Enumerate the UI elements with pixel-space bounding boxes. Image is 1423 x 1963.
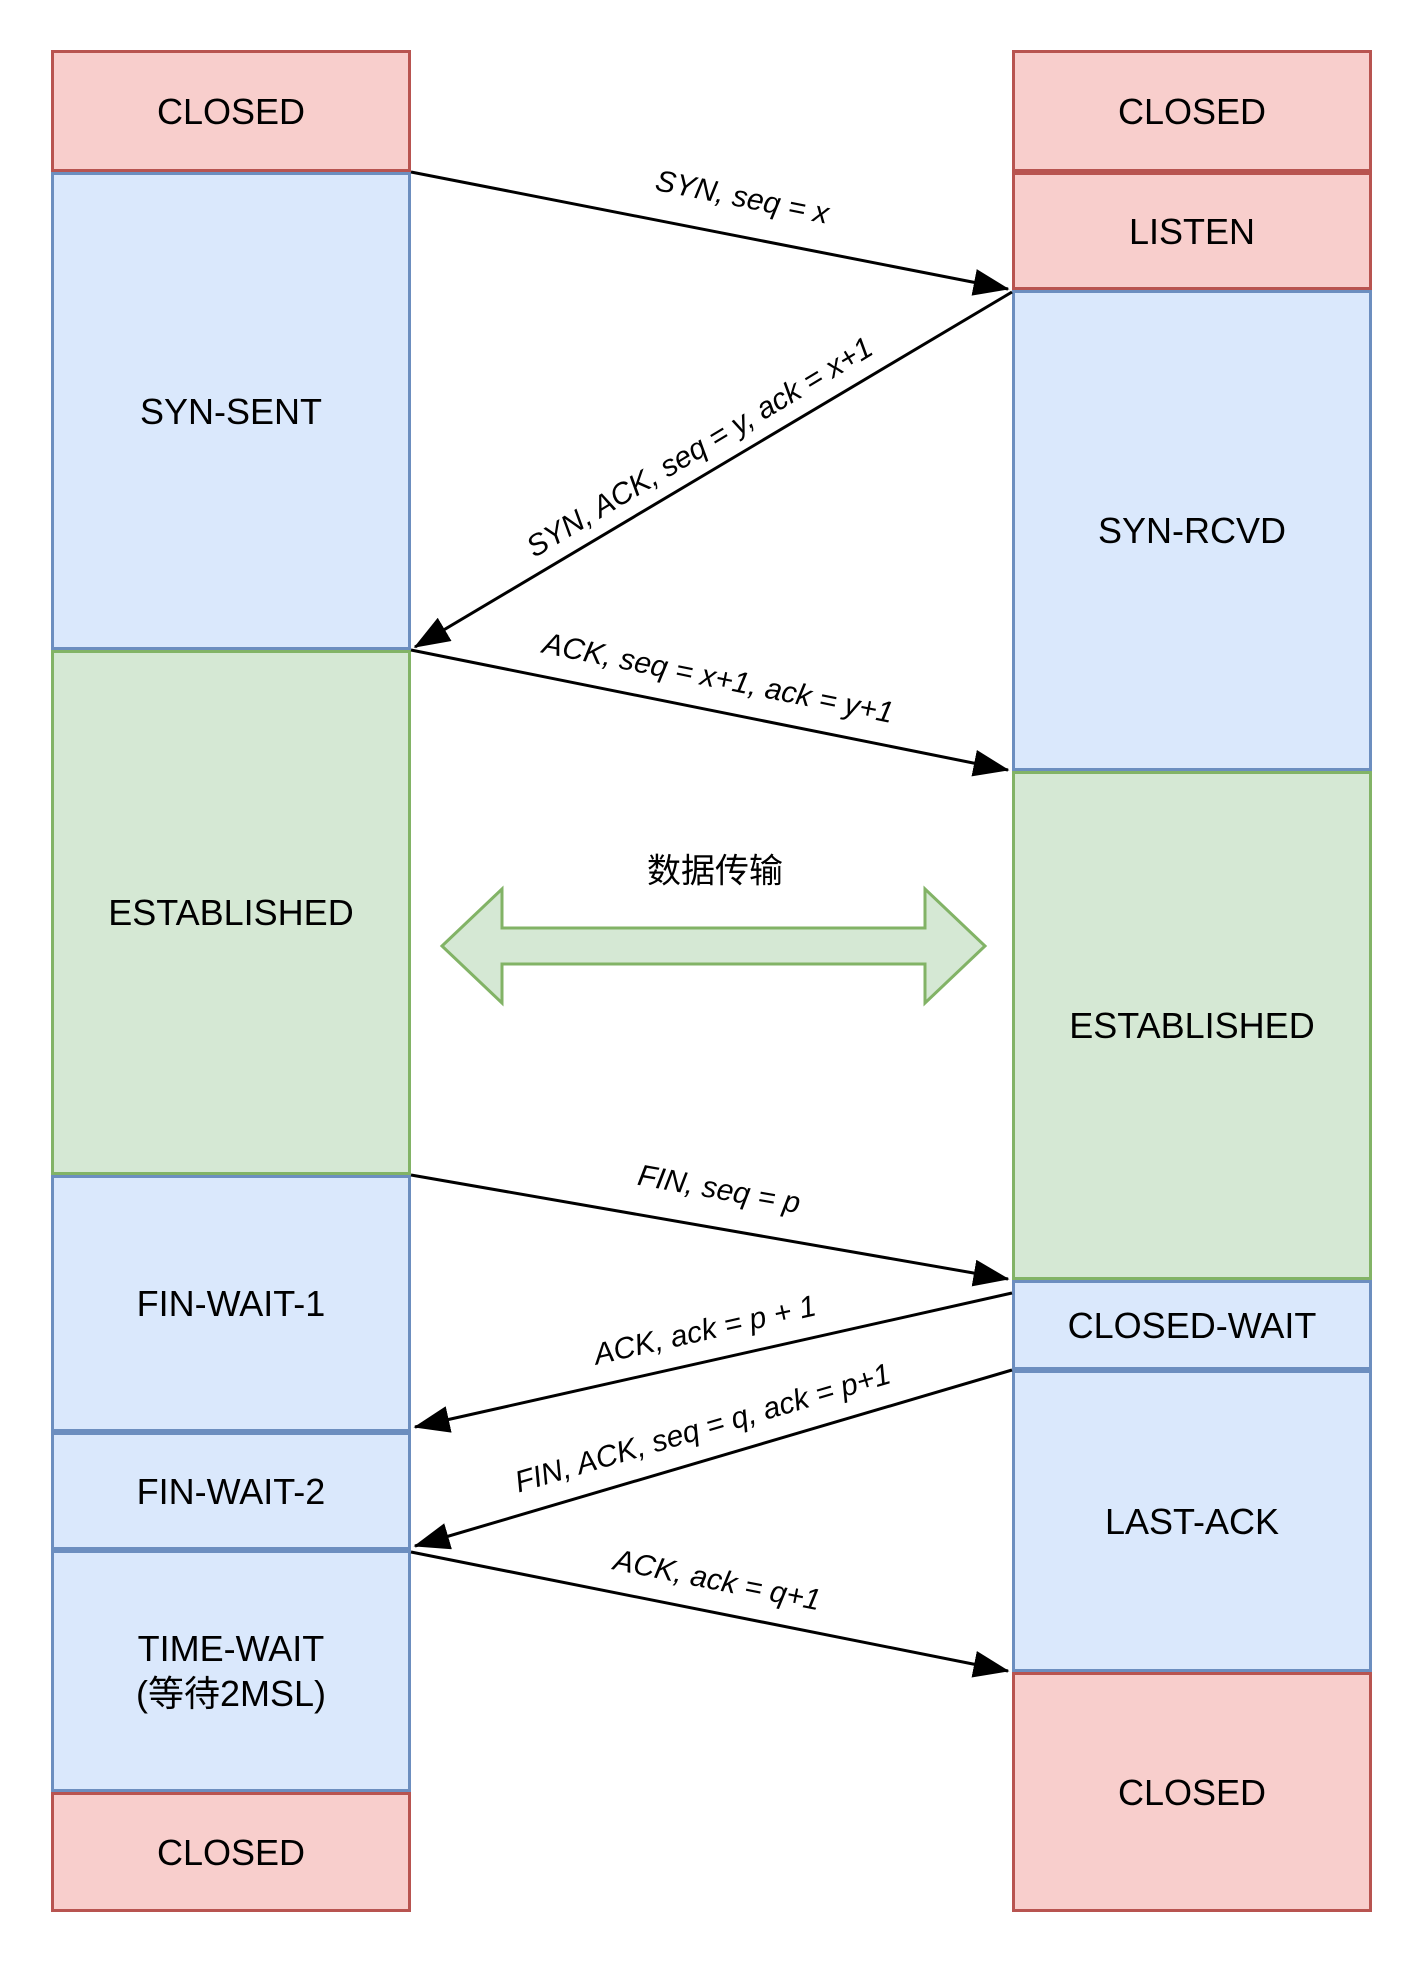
state-label: FIN-WAIT-2 (136, 1470, 326, 1512)
arrow-syn (410, 170, 1010, 296)
data-transfer-label: 数据传输 (647, 851, 783, 892)
state-box-server-last-ack: LAST-ACK (1012, 1370, 1372, 1672)
state-label: SYN-SENT (139, 390, 323, 432)
state-box-client-fin-wait-1: FIN-WAIT-1 (51, 1175, 411, 1432)
state-label: ESTABLISHED (108, 892, 354, 933)
state-box-client-established: ESTABLISHED (51, 650, 411, 1175)
state-box-server-established: ESTABLISHED (1012, 771, 1372, 1280)
data-transfer-arrow (439, 885, 988, 1007)
state-box-client-syn-sent: SYN-SENT (51, 172, 411, 650)
state-label: TIME-WAIT (137, 1628, 325, 1669)
state-box-server-syn-rcvd: SYN-RCVD (1012, 290, 1372, 771)
state-box-client-fin-wait-2: FIN-WAIT-2 (51, 1432, 411, 1550)
state-label: CLOSED (156, 1831, 306, 1873)
state-box-server-closed-wait: CLOSED-WAIT (1012, 1280, 1372, 1370)
arrow-fin (410, 1173, 1010, 1287)
state-label: ESTABLISHED (1069, 1005, 1315, 1046)
state-box-server-closed-top: CLOSED (1012, 50, 1372, 172)
arrow-ack-fin (413, 1291, 1013, 1433)
state-label: SYN-RCVD (1097, 510, 1286, 551)
state-label: CLOSED (1117, 1771, 1267, 1813)
state-label: FIN-WAIT-1 (136, 1283, 326, 1324)
arrow-fin-ack (413, 1368, 1013, 1550)
arrow-syn-ack (413, 290, 1013, 649)
state-label: CLOSED-WAIT (1067, 1304, 1317, 1346)
state-label: CLOSED (1117, 90, 1267, 132)
state-sublabel: (等待2MSL) (135, 1673, 327, 1714)
state-box-client-closed-bottom: CLOSED (51, 1792, 411, 1912)
state-box-client-closed-top: CLOSED (51, 50, 411, 172)
state-label: LAST-ACK (1104, 1500, 1280, 1542)
state-box-server-closed-bottom: CLOSED (1012, 1672, 1372, 1912)
state-label: LISTEN (1128, 210, 1256, 252)
state-box-client-time-wait: TIME-WAIT (等待2MSL) (51, 1550, 411, 1792)
state-box-server-listen: LISTEN (1012, 172, 1372, 290)
arrow-ack-handshake (410, 648, 1010, 777)
state-label: CLOSED (156, 90, 306, 132)
arrow-ack-last (410, 1550, 1010, 1678)
